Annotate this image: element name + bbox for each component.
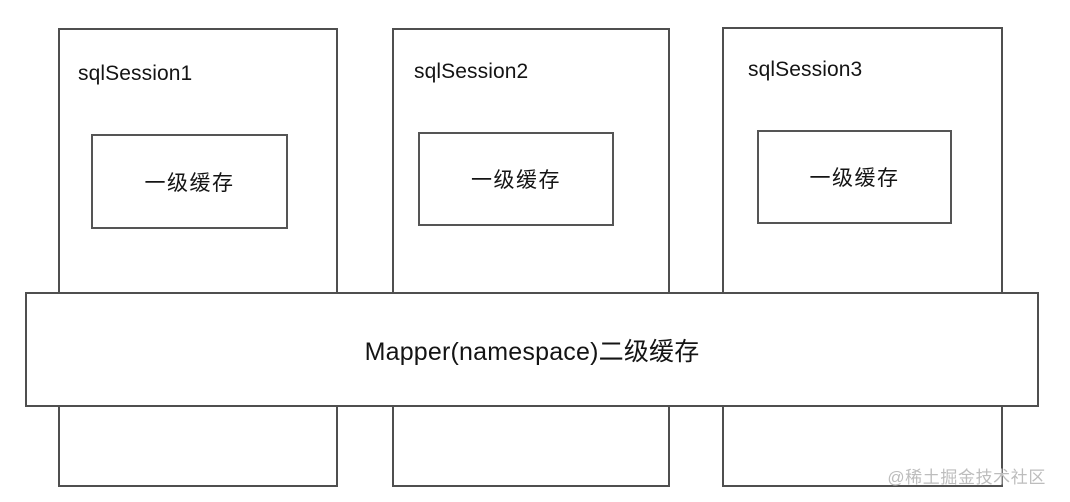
session-box-sqlsession2: [392, 28, 670, 487]
first-level-cache-box-sqlsession3: 一级缓存: [757, 130, 952, 224]
first-level-cache-label-sqlsession1: 一级缓存: [144, 171, 235, 195]
session-label-sqlsession1: sqlSession1: [78, 62, 193, 85]
session-label-sqlsession3: sqlSession3: [748, 58, 863, 81]
session-box-sqlsession3: [722, 27, 1003, 487]
first-level-cache-box-sqlsession2: 一级缓存: [418, 132, 614, 226]
second-level-cache-label: Mapper(namespace)二级缓存: [364, 337, 700, 366]
watermark-text: @稀土掘金技术社区: [887, 468, 1046, 487]
session-box-sqlsession1: [58, 28, 338, 487]
first-level-cache-box-sqlsession1: 一级缓存: [91, 134, 288, 229]
first-level-cache-label-sqlsession3: 一级缓存: [809, 167, 900, 190]
first-level-cache-label-sqlsession2: 一级缓存: [471, 169, 561, 192]
session-label-sqlsession2: sqlSession2: [414, 60, 529, 83]
second-level-cache-bar: Mapper(namespace)二级缓存: [25, 292, 1039, 407]
